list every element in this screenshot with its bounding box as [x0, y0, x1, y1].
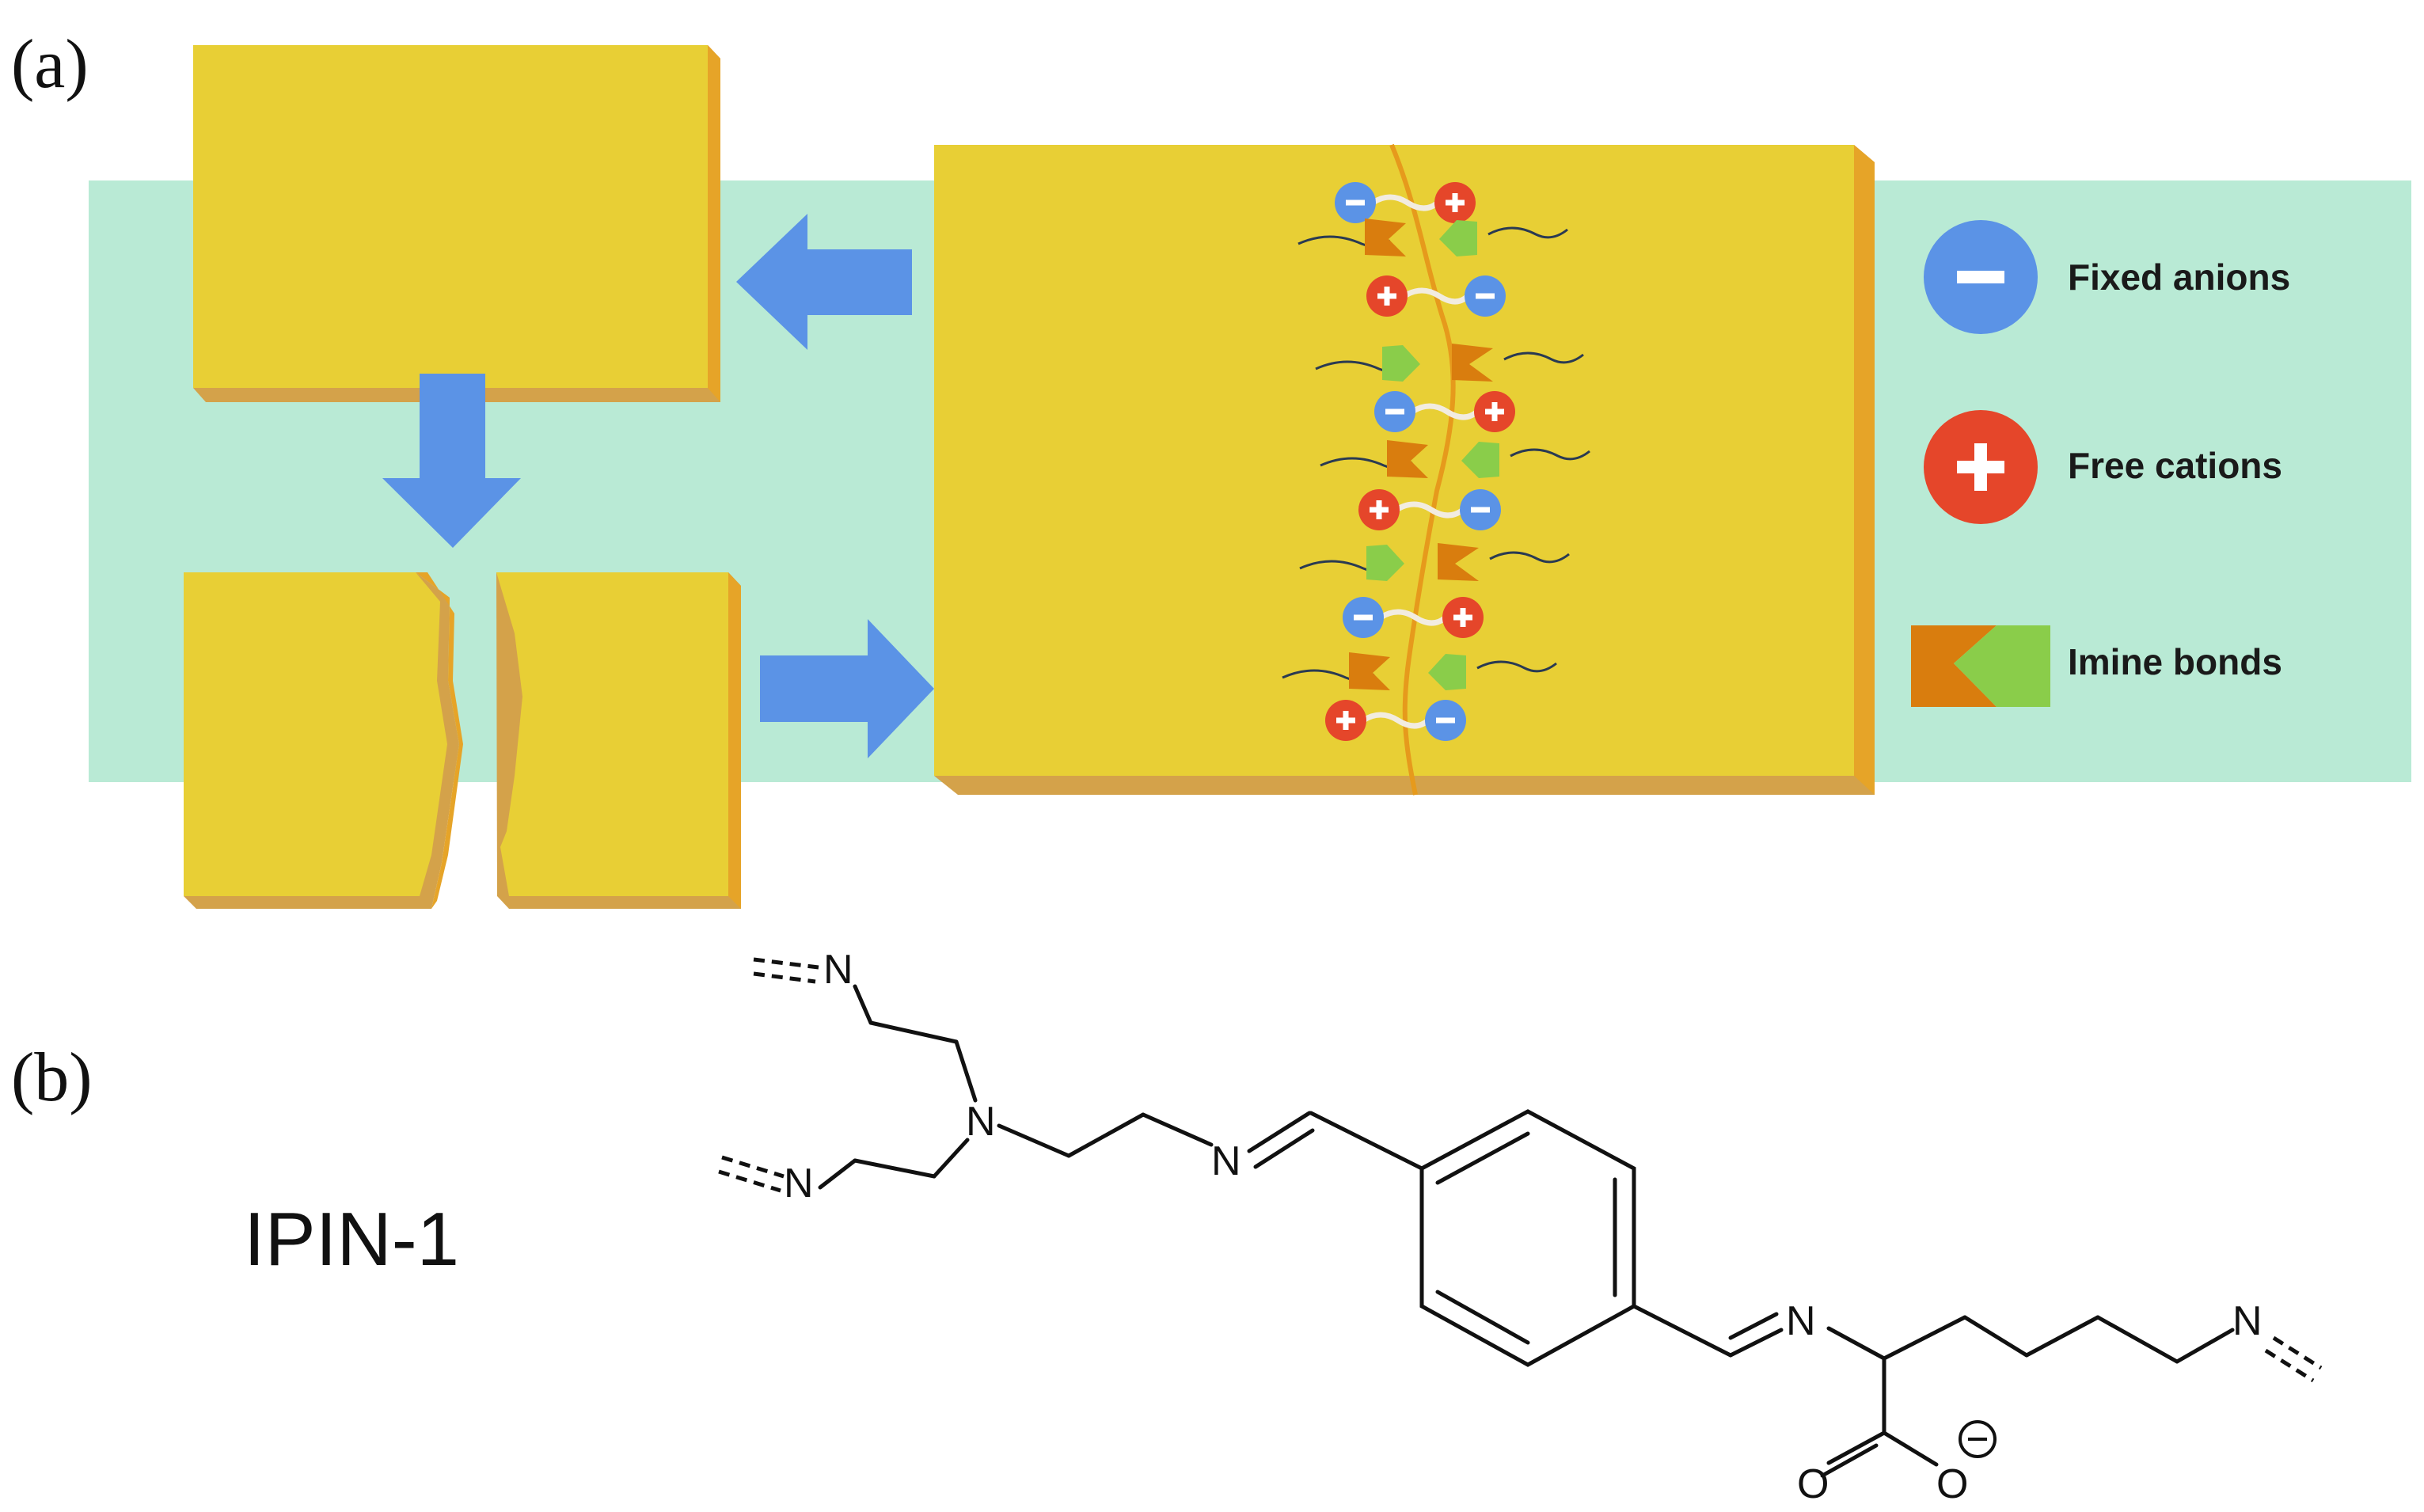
- imine-bond-icon: [1297, 218, 1568, 256]
- atom-n: N: [966, 1099, 996, 1145]
- ion-link: [1393, 501, 1466, 519]
- atom-o: O: [1797, 1461, 1829, 1507]
- chemical-structure: N N N N N N O O: [718, 947, 2323, 1507]
- legend-anion-label: Fixed anions: [2068, 256, 2290, 298]
- plus-circle-icon: [1442, 597, 1484, 638]
- plus-circle-icon: [1434, 182, 1476, 223]
- minus-circle-icon: [1460, 489, 1501, 530]
- cracked-block-right: [496, 572, 741, 909]
- plus-circle-icon: [1358, 489, 1400, 530]
- minus-circle-icon: [1465, 275, 1506, 317]
- minus-circle-icon: [1374, 391, 1415, 432]
- ion-link: [1401, 287, 1471, 305]
- legend-imine: Imine bonds: [1911, 625, 2282, 707]
- ion-link: [1377, 609, 1449, 626]
- block-arrow-icon: [760, 619, 934, 758]
- ion-link: [1360, 712, 1431, 729]
- intact-block: [193, 45, 720, 402]
- plus-circle-icon: [1474, 391, 1515, 432]
- atom-n: N: [1786, 1298, 1816, 1344]
- atom-n: N: [784, 1161, 814, 1206]
- legend-cation-label: Free cations: [2068, 445, 2282, 486]
- plus-circle-icon: [1325, 700, 1366, 741]
- plus-circle-icon: [1366, 275, 1408, 317]
- atom-n: N: [2232, 1298, 2263, 1344]
- imine-bond-icon: [1315, 344, 1584, 382]
- block-arrow-icon: [382, 374, 521, 548]
- atom-n: N: [823, 947, 853, 993]
- legend-imine-label: Imine bonds: [2068, 641, 2282, 682]
- imine-bond-icon: [1282, 652, 1557, 690]
- negative-charge-icon: [1959, 1420, 1997, 1458]
- imine-bond-icon: [1299, 543, 1570, 581]
- panel-b-label: (b): [11, 1039, 93, 1116]
- panel-a-label: (a): [11, 26, 89, 103]
- ion-link: [1409, 403, 1480, 420]
- atom-n: N: [1211, 1138, 1241, 1184]
- imine-bond-icon: [1911, 625, 2050, 707]
- atom-o: O: [1936, 1461, 1968, 1507]
- imine-bond-icon: [1320, 440, 1590, 478]
- legend-cation: Free cations: [1924, 410, 2282, 524]
- minus-circle-icon: [1425, 700, 1466, 741]
- cracked-block-left: [184, 572, 463, 909]
- ion-link: [1370, 194, 1441, 211]
- crack-features: [1282, 182, 1590, 741]
- molecule-name: IPIN-1: [244, 1197, 459, 1282]
- legend: Fixed anions Free cations Imine bonds: [1911, 220, 2290, 707]
- healed-crack-line: [1389, 143, 1456, 796]
- minus-circle-icon: [1335, 182, 1376, 223]
- minus-circle-icon: [1343, 597, 1384, 638]
- legend-anion: Fixed anions: [1924, 220, 2290, 334]
- block-arrow-icon: [736, 214, 912, 350]
